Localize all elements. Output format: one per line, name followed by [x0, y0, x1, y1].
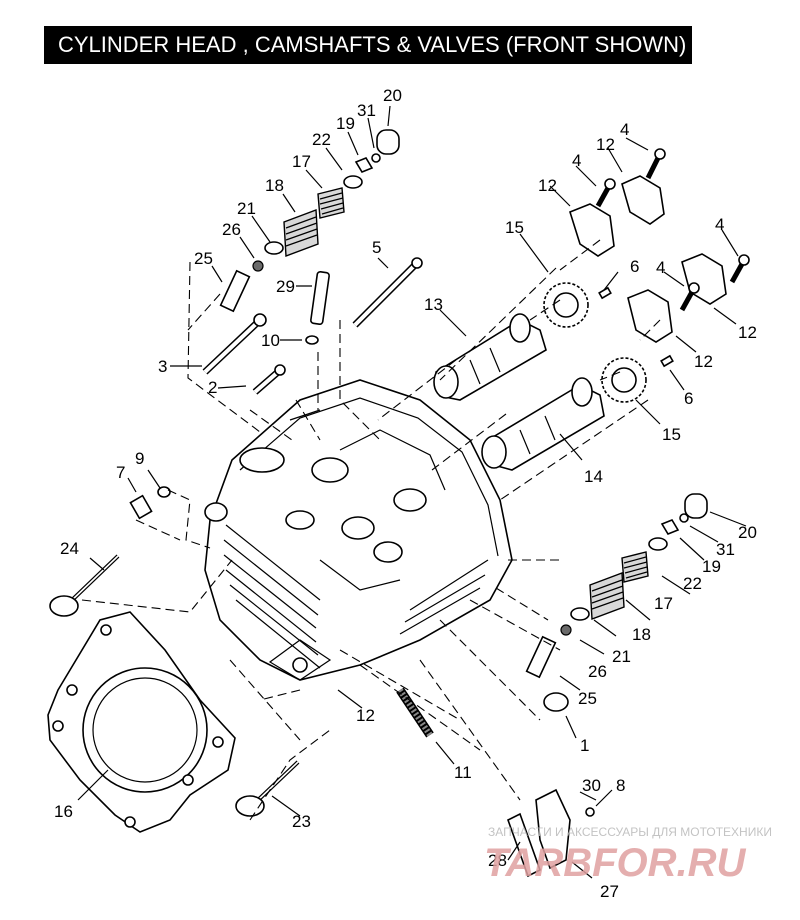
callout-17-upper: 17	[292, 152, 311, 171]
page-title: CYLINDER HEAD , CAMSHAFTS & VALVES (FRON…	[44, 26, 692, 64]
callout-31-lower: 31	[716, 540, 735, 559]
callout-19-upper: 19	[336, 114, 355, 133]
callout-4-a: 4	[620, 120, 629, 139]
callout-22-lower: 22	[683, 574, 702, 593]
callout-28: 28	[488, 851, 507, 870]
callout-20-upper: 20	[383, 86, 402, 105]
callout-12-b: 12	[538, 176, 557, 195]
callout-16: 16	[54, 802, 73, 821]
chain-tensioner	[507, 788, 595, 878]
callout-17-lower: 17	[654, 594, 673, 613]
callout-27: 27	[600, 882, 619, 901]
callout-26-lower: 26	[588, 662, 607, 681]
callout-15-lower: 15	[662, 425, 681, 444]
callout-1: 1	[580, 736, 589, 755]
valve-exhaust	[235, 760, 300, 817]
callout-3: 3	[158, 357, 167, 376]
callout-6-lower: 6	[684, 389, 693, 408]
head-bolt-long	[352, 257, 423, 328]
callout-4-d: 4	[656, 258, 665, 277]
valve-train-lower	[525, 493, 708, 712]
camshaft-13	[433, 313, 547, 401]
callout-2: 2	[208, 378, 217, 397]
callout-24: 24	[60, 539, 79, 558]
callout-29: 29	[276, 277, 295, 296]
callout-15-upper: 15	[505, 218, 524, 237]
watermark-logo: TARBFOR.RU	[484, 841, 747, 885]
valve-intake	[49, 554, 120, 617]
camshaft-14	[481, 377, 605, 471]
callout-14: 14	[584, 467, 603, 486]
callout-23: 23	[292, 812, 311, 831]
callout-18-lower: 18	[632, 625, 651, 644]
callout-21-lower: 21	[612, 647, 631, 666]
callout-4-b: 4	[572, 151, 581, 170]
valve-train-upper	[219, 129, 400, 313]
callout-18-upper: 18	[265, 176, 284, 195]
bolt-7-9	[129, 486, 171, 520]
callout-26-upper: 26	[222, 220, 241, 239]
cylinder-head	[204, 379, 513, 681]
callout-5: 5	[372, 238, 381, 257]
cam-sprocket-upper	[543, 282, 589, 328]
watermark: ЗАПЧАСТИ И АКСЕССУАРЫ ДЛЯ МОТОТЕХНИКИ TA…	[484, 825, 772, 885]
cam-sprocket-lower	[601, 357, 647, 403]
callout-20-lower: 20	[738, 523, 757, 542]
callout-6-upper: 6	[630, 257, 639, 276]
callout-12-e: 12	[356, 706, 375, 725]
callout-31-upper: 31	[357, 101, 376, 120]
callout-10: 10	[261, 331, 280, 350]
head-bolt-3	[202, 313, 267, 375]
stud-11	[396, 687, 434, 738]
callout-22-upper: 22	[312, 130, 331, 149]
callout-12-c: 12	[738, 323, 757, 342]
callout-4-c: 4	[715, 215, 724, 234]
callout-11: 11	[454, 763, 472, 782]
callout-13: 13	[424, 295, 443, 314]
leader-lines	[77, 105, 747, 879]
callout-labels: 20 31 19 22 17 18 21 26 25 5 29 10 3 2 1…	[54, 86, 757, 901]
callout-21-upper: 21	[237, 199, 256, 218]
callout-12-d: 12	[694, 352, 713, 371]
valve-guide	[305, 271, 330, 345]
callout-19-lower: 19	[702, 557, 721, 576]
callout-12-a: 12	[596, 135, 615, 154]
callout-8: 8	[616, 776, 625, 795]
head-gasket	[47, 611, 236, 833]
callout-25-upper: 25	[194, 249, 213, 268]
callout-9: 9	[135, 449, 144, 468]
callout-25-lower: 25	[578, 689, 597, 708]
watermark-tagline: ЗАПЧАСТИ И АКСЕССУАРЫ ДЛЯ МОТОТЕХНИКИ	[488, 825, 772, 839]
head-bolt-2	[252, 364, 286, 395]
cam-caps	[569, 148, 750, 368]
callout-30: 30	[582, 776, 601, 795]
callout-7: 7	[116, 463, 125, 482]
